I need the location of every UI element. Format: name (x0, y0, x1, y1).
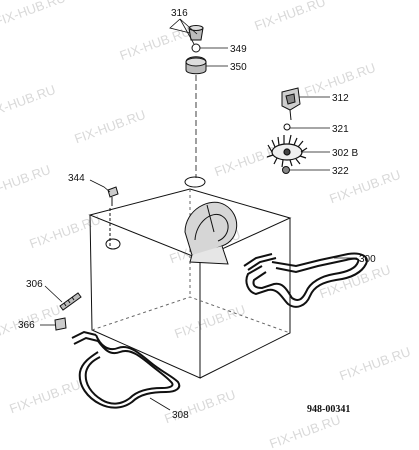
knob-assembly (185, 25, 207, 75)
clip (107, 186, 119, 206)
callout-labels: 316 349 350 312 321 302 B 322 344 300 30… (18, 8, 376, 421)
fan-motor (281, 87, 301, 121)
callout-300: 300 (359, 254, 376, 265)
leader-lines (40, 18, 357, 411)
callout-344: 344 (68, 173, 85, 184)
nut (282, 166, 290, 174)
callout-302b: 302 B (332, 148, 358, 159)
callout-350: 350 (230, 62, 247, 73)
watermark: FIX-HUB.RU (0, 0, 67, 29)
callout-366: 366 (18, 320, 35, 331)
watermark: FIX-HUB.RU (252, 0, 327, 33)
fan-shroud (184, 201, 238, 265)
watermark: FIX-HUB.RU (172, 302, 247, 342)
callout-308: 308 (172, 410, 189, 421)
fan-opening (184, 176, 206, 188)
callout-316: 316 (171, 8, 188, 19)
callout-312: 312 (332, 93, 349, 104)
callout-322: 322 (332, 166, 349, 177)
watermark: FIX-HUB.RU (0, 82, 57, 122)
watermark: FIX-HUB.RU (0, 162, 52, 202)
callout-306: 306 (26, 279, 43, 290)
watermark: FIX-HUB.RU (72, 107, 147, 147)
bracket (54, 317, 67, 331)
oven-cavity (88, 188, 292, 379)
watermark: FIX-HUB.RU (267, 412, 342, 450)
watermark: FIX-HUB.RU (27, 212, 102, 252)
fan-impeller (266, 134, 308, 168)
drawing-code: 948-00341 (307, 404, 350, 415)
callout-349: 349 (230, 44, 247, 55)
lower-heating-element (71, 330, 181, 409)
callout-321: 321 (332, 124, 349, 135)
watermark: FIX-HUB.RU (7, 377, 82, 417)
watermark: FIX-HUB.RU (337, 344, 412, 384)
washer (283, 123, 291, 131)
watermark: FIX-HUB.RU (118, 24, 193, 64)
upper-heating-element (243, 252, 368, 308)
thermostat-probe (59, 292, 82, 311)
